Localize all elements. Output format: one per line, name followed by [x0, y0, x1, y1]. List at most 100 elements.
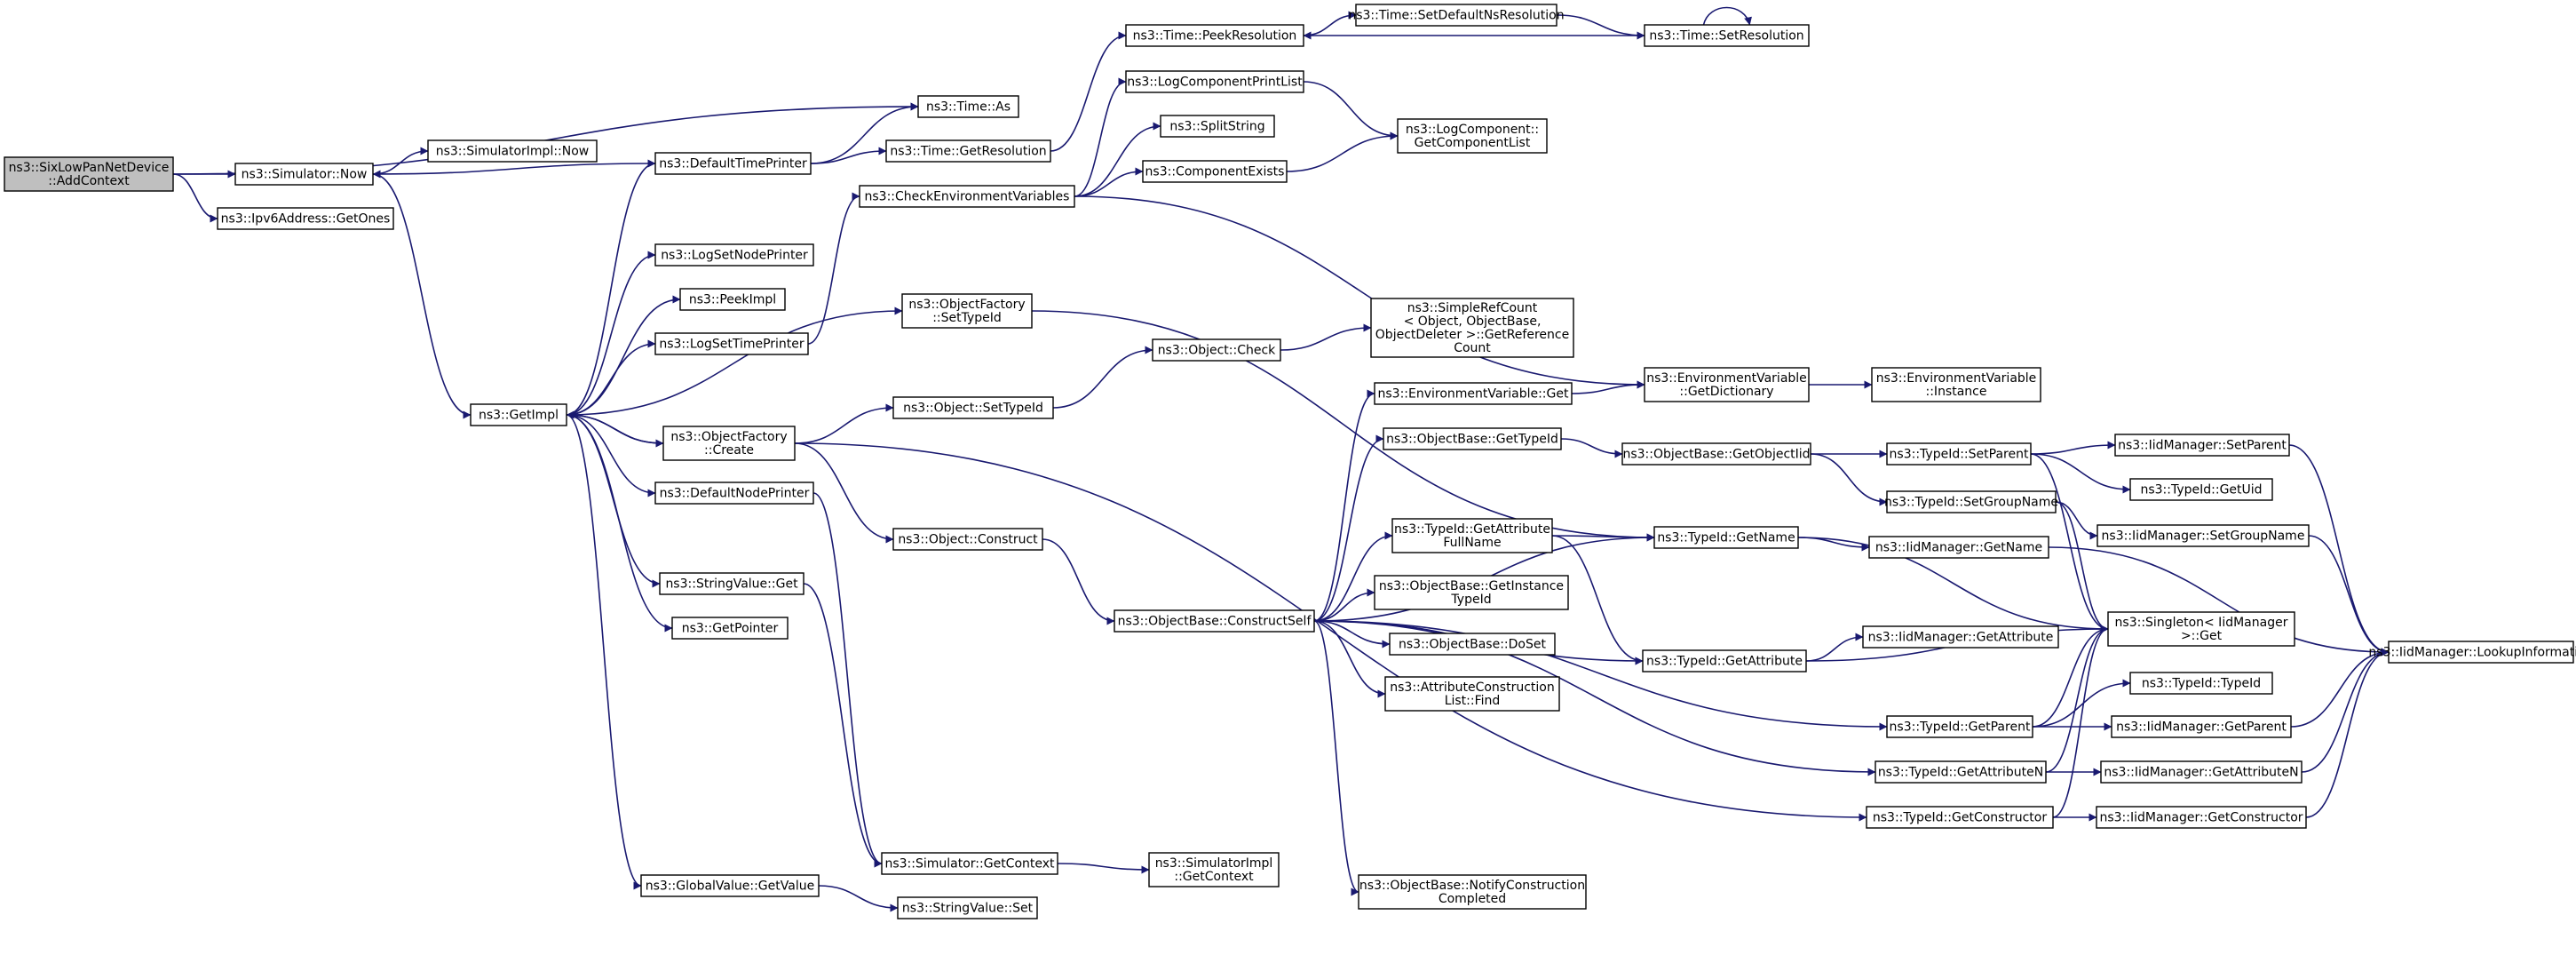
node-box-gvget	[640, 874, 820, 897]
node-timegetres[interactable]: ns3::Time::GetResolution	[885, 139, 1051, 163]
edge-tidsetparent-to-tidgetuid	[2030, 453, 2131, 494]
node-getimpl[interactable]: ns3::GetImpl	[470, 403, 567, 426]
node-box-lcgetlist	[1397, 118, 1548, 154]
node-label-obgettid: ns3::ObjectBase::GetTypeId	[1386, 433, 1558, 447]
node-label-simgetctx: ns3::Simulator::GetContext	[884, 857, 1055, 872]
node-envget[interactable]: ns3::EnvironmentVariable::Get	[1374, 382, 1573, 405]
node-ofcreate[interactable]: ns3::ObjectFactory::Create	[662, 426, 796, 461]
node-simgetctx[interactable]: ns3::Simulator::GetContext	[881, 852, 1058, 875]
node-box-tidgetname	[1653, 526, 1799, 549]
node-obnotify[interactable]: ns3::ObjectBase::NotifyConstructionCompl…	[1358, 874, 1587, 910]
node-label-logsettime: ns3::LogSetTimePrinter	[659, 338, 805, 352]
node-ofsettid[interactable]: ns3::ObjectFactory::SetTypeId	[901, 293, 1033, 329]
node-label-simplerefcount: < Object, ObjectBase,	[1404, 314, 1542, 329]
node-peekimpl[interactable]: ns3::PeekImpl	[679, 288, 786, 311]
node-setdefns[interactable]: ns3::Time::SetDefaultNsResolution	[1348, 4, 1565, 27]
node-iidgetname[interactable]: ns3::IidManager::GetName	[1868, 536, 2049, 559]
edge-logcpl-to-lcgetlist	[1303, 81, 1399, 140]
edge-obconstructself-to-envget	[1313, 389, 1375, 622]
node-deftime[interactable]: ns3::DefaultTimePrinter	[654, 152, 812, 175]
node-label-tidgetname: ns3::TypeId::GetName	[1657, 531, 1795, 545]
node-tidgetattrn[interactable]: ns3::TypeId::GetAttributeN	[1875, 760, 2047, 784]
node-tidgetname[interactable]: ns3::TypeId::GetName	[1653, 526, 1799, 549]
node-compexists[interactable]: ns3::ComponentExists	[1142, 160, 1288, 183]
node-label-objsettid: ns3::Object::SetTypeId	[903, 402, 1043, 416]
node-obdoset[interactable]: ns3::ObjectBase::DoSet	[1389, 633, 1556, 656]
node-getptr[interactable]: ns3::GetPointer	[671, 617, 789, 640]
edge-obgetoid-to-tidsetgroup	[1810, 453, 1888, 506]
node-obconstructself[interactable]: ns3::ObjectBase::ConstructSelf	[1114, 609, 1315, 633]
node-label-envget: ns3::EnvironmentVariable::Get	[1378, 387, 1569, 402]
node-timeas[interactable]: ns3::Time::As	[917, 95, 1019, 118]
edge-checkenv-to-envgetdict	[1074, 195, 1645, 389]
node-tidsetparent[interactable]: ns3::TypeId::SetParent	[1886, 442, 2032, 466]
node-defnode[interactable]: ns3::DefaultNodePrinter	[654, 482, 814, 505]
node-box-strget	[659, 572, 805, 595]
node-setres[interactable]: ns3::Time::SetResolution	[1644, 24, 1810, 47]
node-strget[interactable]: ns3::StringValue::Get	[659, 572, 805, 595]
node-label-obdoset: ns3::ObjectBase::DoSet	[1399, 638, 1546, 652]
node-iidgetparent[interactable]: ns3::IidManager::GetParent	[2111, 715, 2292, 738]
node-strset[interactable]: ns3::StringValue::Set	[897, 896, 1038, 919]
node-ipv6[interactable]: ns3::Ipv6Address::GetOnes	[217, 207, 394, 230]
node-iidlookup[interactable]: ns3::IidManager::LookupInformation	[2368, 641, 2576, 664]
edge-objsettid-to-objcheck	[1052, 346, 1153, 409]
node-obgetoid[interactable]: ns3::ObjectBase::GetObjectIid	[1621, 442, 1811, 466]
node-tidtypeid[interactable]: ns3::TypeId::TypeId	[2129, 672, 2273, 695]
node-lcgetlist[interactable]: ns3::LogComponent::GetComponentList	[1397, 118, 1548, 154]
node-box-iidlookup	[2388, 641, 2574, 664]
node-gvget[interactable]: ns3::GlobalValue::GetValue	[640, 874, 820, 897]
node-box-simimplgetctx	[1148, 852, 1280, 887]
node-iidgetctor[interactable]: ns3::IidManager::GetConstructor	[2096, 806, 2307, 829]
node-box-obnotify	[1358, 874, 1587, 910]
node-label-simimplgetctx: ::GetContext	[1174, 870, 1254, 884]
edge-tidgetparent-to-singleton	[2032, 625, 2109, 728]
node-objcheck[interactable]: ns3::Object::Check	[1152, 338, 1281, 362]
node-label-obnotify: ns3::ObjectBase::NotifyConstruction	[1359, 879, 1585, 893]
edge-tidgetctor-to-singleton	[2052, 625, 2109, 818]
node-label-compexists: ns3::ComponentExists	[1145, 165, 1285, 179]
node-label-peekimpl: ns3::PeekImpl	[689, 293, 776, 307]
node-logsetnode[interactable]: ns3::LogSetNodePrinter	[654, 243, 814, 267]
node-simnow[interactable]: ns3::Simulator::Now	[234, 163, 374, 186]
node-checkenv[interactable]: ns3::CheckEnvironmentVariables	[859, 185, 1075, 208]
node-obgettid[interactable]: ns3::ObjectBase::GetTypeId	[1383, 427, 1562, 450]
edge-tidgetname-to-singleton	[1797, 537, 2109, 633]
edge-simgetctx-to-simimplgetctx	[1057, 863, 1150, 874]
node-tidsetgroup[interactable]: ns3::TypeId::SetGroupName	[1884, 490, 2058, 513]
node-objconstruct[interactable]: ns3::Object::Construct	[892, 528, 1043, 551]
node-box-strset	[897, 896, 1038, 919]
node-tidgetattr[interactable]: ns3::TypeId::GetAttribute	[1642, 649, 1807, 673]
node-tidgetparent[interactable]: ns3::TypeId::GetParent	[1886, 715, 2033, 738]
node-simimplgetctx[interactable]: ns3::SimulatorImpl::GetContext	[1148, 852, 1280, 887]
edge-tidsetparent-to-iidsetparent	[2030, 441, 2116, 455]
edge-simnow-to-simimplnow	[372, 147, 429, 175]
node-envgetdict[interactable]: ns3::EnvironmentVariable::GetDictionary	[1644, 367, 1810, 402]
node-iidsetparent[interactable]: ns3::IidManager::SetParent	[2114, 434, 2290, 457]
node-peekres[interactable]: ns3::Time::PeekResolution	[1125, 24, 1304, 47]
node-singleton[interactable]: ns3::Singleton< IidManager>::Get	[2107, 611, 2295, 647]
node-label-iidgetname: ns3::IidManager::GetName	[1875, 541, 2042, 555]
edge-tidgetattrn-to-singleton	[2045, 625, 2109, 773]
node-simimplnow[interactable]: ns3::SimulatorImpl::Now	[427, 139, 598, 163]
edge-ofcreate-to-tidgetctor	[794, 442, 1867, 822]
node-label-simplerefcount: Count	[1454, 341, 1491, 355]
node-label-simimplnow: ns3::SimulatorImpl::Now	[436, 145, 590, 159]
node-iidgetattr[interactable]: ns3::IidManager::GetAttribute	[1862, 625, 2059, 649]
node-label-tidgetattrfull: FullName	[1443, 536, 1501, 550]
node-envinstance[interactable]: ns3::EnvironmentVariable::Instance	[1871, 367, 2041, 402]
node-splitstr[interactable]: ns3::SplitString	[1160, 115, 1275, 138]
node-simplerefcount[interactable]: ns3::SimpleRefCount< Object, ObjectBase,…	[1370, 298, 1574, 358]
node-tidgetuid[interactable]: ns3::TypeId::GetUid	[2129, 478, 2273, 501]
node-tidgetctor[interactable]: ns3::TypeId::GetConstructor	[1866, 806, 2054, 829]
node-root[interactable]: ns3::SixLowPanNetDevice::AddContext	[4, 156, 174, 192]
node-logsettime[interactable]: ns3::LogSetTimePrinter	[654, 332, 809, 355]
edge-obconstructself-to-tidgetattrn	[1313, 620, 1876, 776]
node-logcpl[interactable]: ns3::LogComponentPrintList	[1125, 70, 1304, 93]
node-iidsetgroup[interactable]: ns3::IidManager::SetGroupName	[2096, 524, 2310, 547]
node-objsettid[interactable]: ns3::Object::SetTypeId	[892, 396, 1054, 419]
node-iidgetattrn[interactable]: ns3::IidManager::GetAttributeN	[2100, 760, 2303, 784]
